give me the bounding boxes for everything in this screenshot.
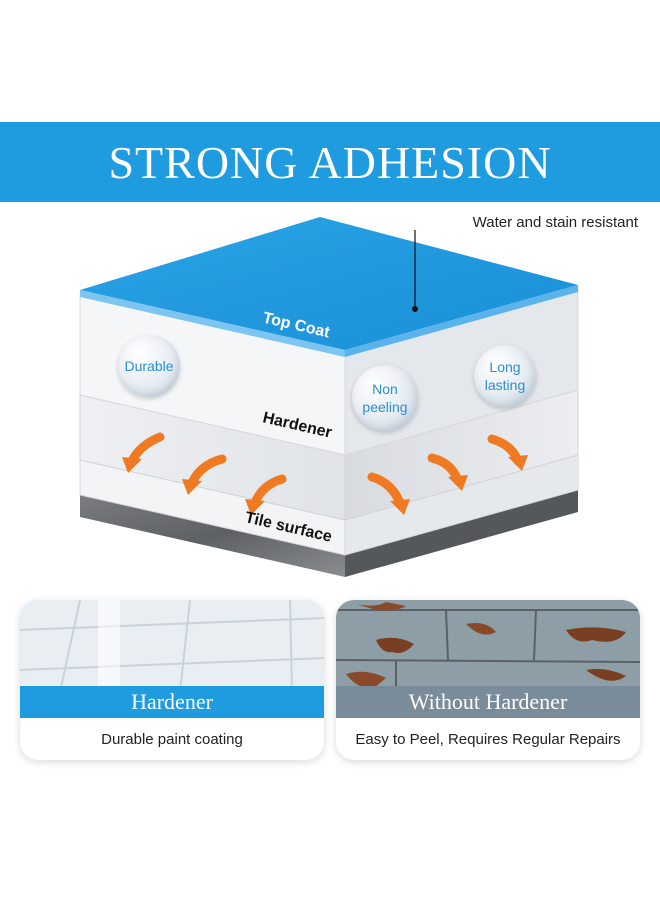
topcoat-edge-right	[345, 285, 578, 357]
hardener-card-title-bar: Hardener	[20, 686, 324, 718]
long-lasting-bubble: Long lasting	[474, 345, 536, 407]
hardener-card-title: Hardener	[131, 689, 213, 714]
peeling-tile-image	[336, 600, 640, 692]
tile-base-left	[80, 495, 345, 577]
without-hardener-card-title-bar: Without Hardener	[336, 686, 640, 718]
hardener-card: Hardener Durable paint coating	[20, 600, 324, 760]
glossy-tile-image	[20, 600, 324, 692]
durable-bubble: Durable	[118, 335, 180, 397]
arrowhead-5	[448, 475, 468, 491]
durable-text: Durable	[124, 358, 174, 374]
annotation-label: Water and stain resistant	[472, 214, 638, 231]
long-lasting-text-2: lasting	[484, 377, 526, 393]
non-peeling-text-1: Non	[372, 381, 398, 397]
without-hardener-card-description: Easy to Peel, Requires Regular Repairs	[355, 730, 621, 748]
arrowhead-6	[508, 455, 528, 471]
without-hardener-card: Without Hardener Easy to Peel, Requires …	[336, 600, 640, 760]
topcoat-top-face	[80, 217, 578, 350]
layer-diagram: Top Coat Hardener Tile surface Durable N…	[0, 205, 660, 595]
long-lasting-text-1: Long	[489, 359, 521, 375]
hardener-card-description: Durable paint coating	[101, 730, 243, 748]
arrow-3	[250, 474, 287, 508]
topcoat-edge-left	[80, 290, 345, 357]
arrowhead-1	[122, 457, 142, 473]
arrowhead-2	[182, 479, 202, 495]
arrowheads-group	[122, 455, 528, 515]
tile-base-right	[345, 490, 578, 577]
non-peeling-bubble: Non peeling	[352, 365, 418, 431]
page-title: STRONG ADHESION	[108, 136, 552, 188]
arrow-2	[187, 454, 227, 488]
annotation-dot	[412, 306, 418, 312]
arrowhead-4	[390, 499, 410, 515]
layer-diagram-graphic	[79, 217, 579, 577]
arrow-4	[367, 472, 405, 508]
non-peeling-text-2: peeling	[362, 399, 408, 415]
without-hardener-card-title: Without Hardener	[408, 689, 568, 714]
arrowhead-3	[245, 499, 265, 515]
title-banner: STRONG ADHESION	[0, 122, 660, 202]
